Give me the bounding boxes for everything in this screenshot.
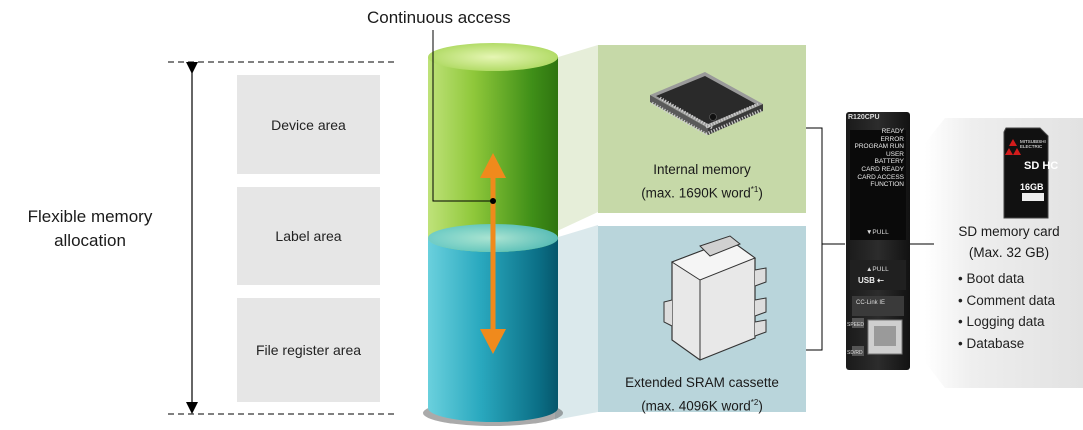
sram-cassette-icon: [663, 235, 767, 361]
memory-chip-icon: [650, 72, 763, 136]
cpu-status-list: READY ERROR PROGRAM RUN USER BATTERY CAR…: [854, 128, 904, 189]
connector-bracket-left: [806, 127, 823, 351]
flexible-memory-line-2: allocation: [54, 231, 126, 250]
list-item: • Database: [958, 335, 1025, 351]
green-cylinder-top: [428, 43, 558, 71]
sd-card-icon: [1003, 127, 1049, 219]
label-area-label: Label area: [275, 228, 342, 244]
flexible-memory-label: Flexible memory allocation: [6, 205, 174, 253]
note-1: *1: [750, 185, 759, 194]
continuous-access-pointer: [432, 30, 493, 202]
sd-card-size-label: 16GB: [1020, 182, 1044, 192]
file-register-area-label: File register area: [255, 342, 362, 358]
cpu-pull-label-2: ▲PULL: [866, 266, 889, 273]
sd-memory-title: SD memory card: [958, 224, 1060, 239]
note-2: *2: [750, 398, 759, 407]
cpu-usb-label: USB ⇠: [858, 276, 884, 285]
sram-capacity: (max. 4096K word*2): [641, 398, 763, 414]
sram-caption: Extended SRAM cassette (max. 4096K word*…: [598, 373, 806, 417]
green-projection: [555, 45, 598, 232]
list-item: • Comment data: [958, 292, 1056, 308]
internal-memory-title: Internal memory: [653, 162, 751, 177]
internal-memory-caption: Internal memory (max. 1690K word*1): [598, 160, 806, 204]
sd-memory-caption: SD memory card (Max. 32 GB): [935, 221, 1083, 263]
label-area-box: Label area: [237, 187, 380, 285]
teal-projection: [555, 225, 598, 420]
flexible-memory-line-1: Flexible memory: [27, 207, 153, 226]
cpu-network-label: CC-Link IE: [856, 300, 886, 306]
sd-memory-capacity: (Max. 32 GB): [968, 245, 1050, 260]
orange-arrow-up: [480, 153, 506, 178]
sram-title: Extended SRAM cassette: [625, 375, 779, 390]
pointer-dot: [490, 198, 496, 204]
sd-card-logo: SD HC: [1024, 160, 1059, 172]
cpu-speed-label: SPEED: [847, 322, 864, 328]
sd-card-contents-list: • Boot data • Comment data • Logging dat…: [958, 268, 1055, 354]
orange-arrow-down: [480, 329, 506, 354]
continuous-access-label: Continuous access: [367, 8, 511, 27]
cpu-sdrd-label: SD/RD: [847, 350, 863, 356]
device-area-label: Device area: [271, 116, 346, 133]
cpu-model-label: R120CPU: [848, 114, 880, 121]
internal-memory-capacity: (max. 1690K word*1): [641, 185, 763, 201]
cpu-module-icon: [846, 112, 910, 370]
list-item: • Logging data: [958, 314, 1045, 329]
file-register-area-box: File register area: [237, 298, 380, 402]
device-area-box: Device area: [237, 75, 380, 174]
sd-card-brand: MITSUBISHI ELECTRIC: [1020, 139, 1046, 149]
cpu-pull-label-1: ▼PULL: [866, 229, 889, 236]
list-item: • Boot data: [958, 271, 1025, 286]
